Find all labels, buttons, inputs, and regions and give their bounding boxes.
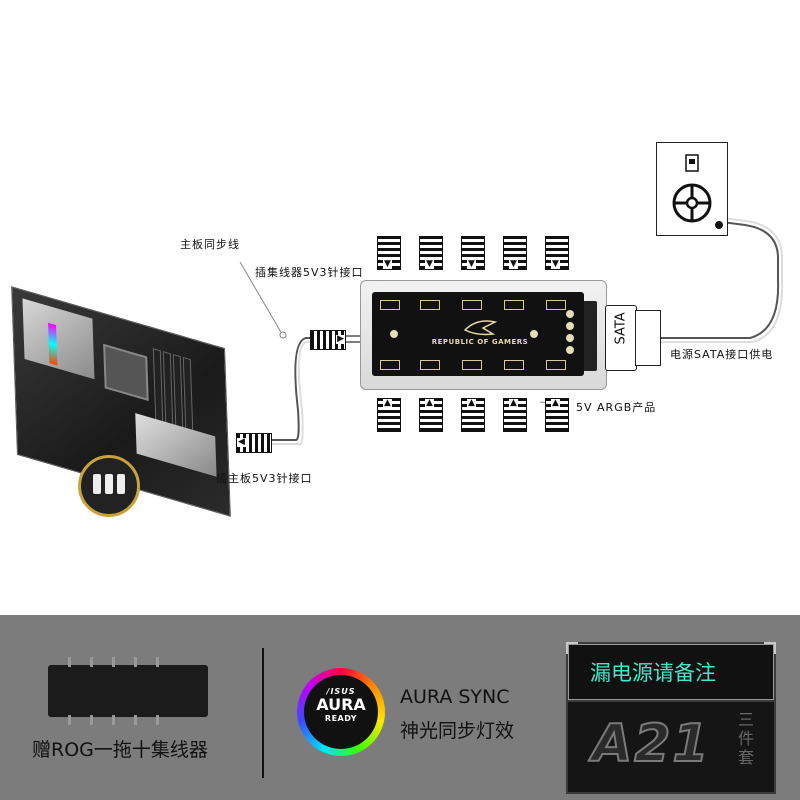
sync-connector-hub-end: ▶ (310, 330, 346, 350)
product-diagram: 主板同步线 插集线器5V3针接口 插主板5V3针接口 5V ARGB产品 电源S… (0, 0, 800, 615)
power-fan-icon (657, 143, 727, 235)
gift-text: 赠ROG一拖十集线器 (32, 735, 208, 762)
sync-connector-mobo-end: ◀ (236, 433, 272, 453)
argb-connector: ▼ (461, 236, 485, 270)
note-badge: 漏电源请备注 (566, 642, 776, 702)
sata-plug-body (635, 310, 661, 366)
label-argb: 5V ARGB产品 (576, 399, 656, 415)
aura-sync-title: AURA SYNC (400, 686, 510, 708)
note-text: 漏电源请备注 (590, 657, 716, 687)
power-supply-image (656, 142, 728, 236)
argb-connector: ▲ (545, 398, 569, 432)
model-name: A21 (592, 714, 711, 774)
argb-connector: ▼ (545, 236, 569, 270)
aura-sync-subtitle: 神光同步灯效 (400, 716, 514, 743)
argb-connector: ▲ (503, 398, 527, 432)
argb-connector: ▼ (503, 236, 527, 270)
argb-connector: ▲ (419, 398, 443, 432)
model-badge: A21 三件套 (566, 700, 776, 794)
argb-connector: ▲ (461, 398, 485, 432)
hub-thumbnail (48, 665, 208, 717)
aura-sync-logo: /ISUS AURA READY (304, 675, 378, 749)
label-power: 电源SATA接口供电 (670, 346, 773, 362)
rog-eye-icon (463, 318, 497, 338)
argb-connector: ▼ (419, 236, 443, 270)
divider (262, 648, 264, 778)
argb-connector: ▲ (377, 398, 401, 432)
argb-connector: ▼ (377, 236, 401, 270)
rog-logo: REPUBLIC OF GAMERS (425, 318, 535, 354)
label-hub-port: 插集线器5V3针接口 (255, 264, 364, 280)
label-mb-port: 插主板5V3针接口 (216, 470, 313, 486)
sata-plug: SATA (605, 305, 637, 371)
label-mb-sync: 主板同步线 (180, 236, 240, 252)
set-label: 三件套 (734, 710, 758, 767)
motherboard-header-zoom (78, 455, 140, 517)
